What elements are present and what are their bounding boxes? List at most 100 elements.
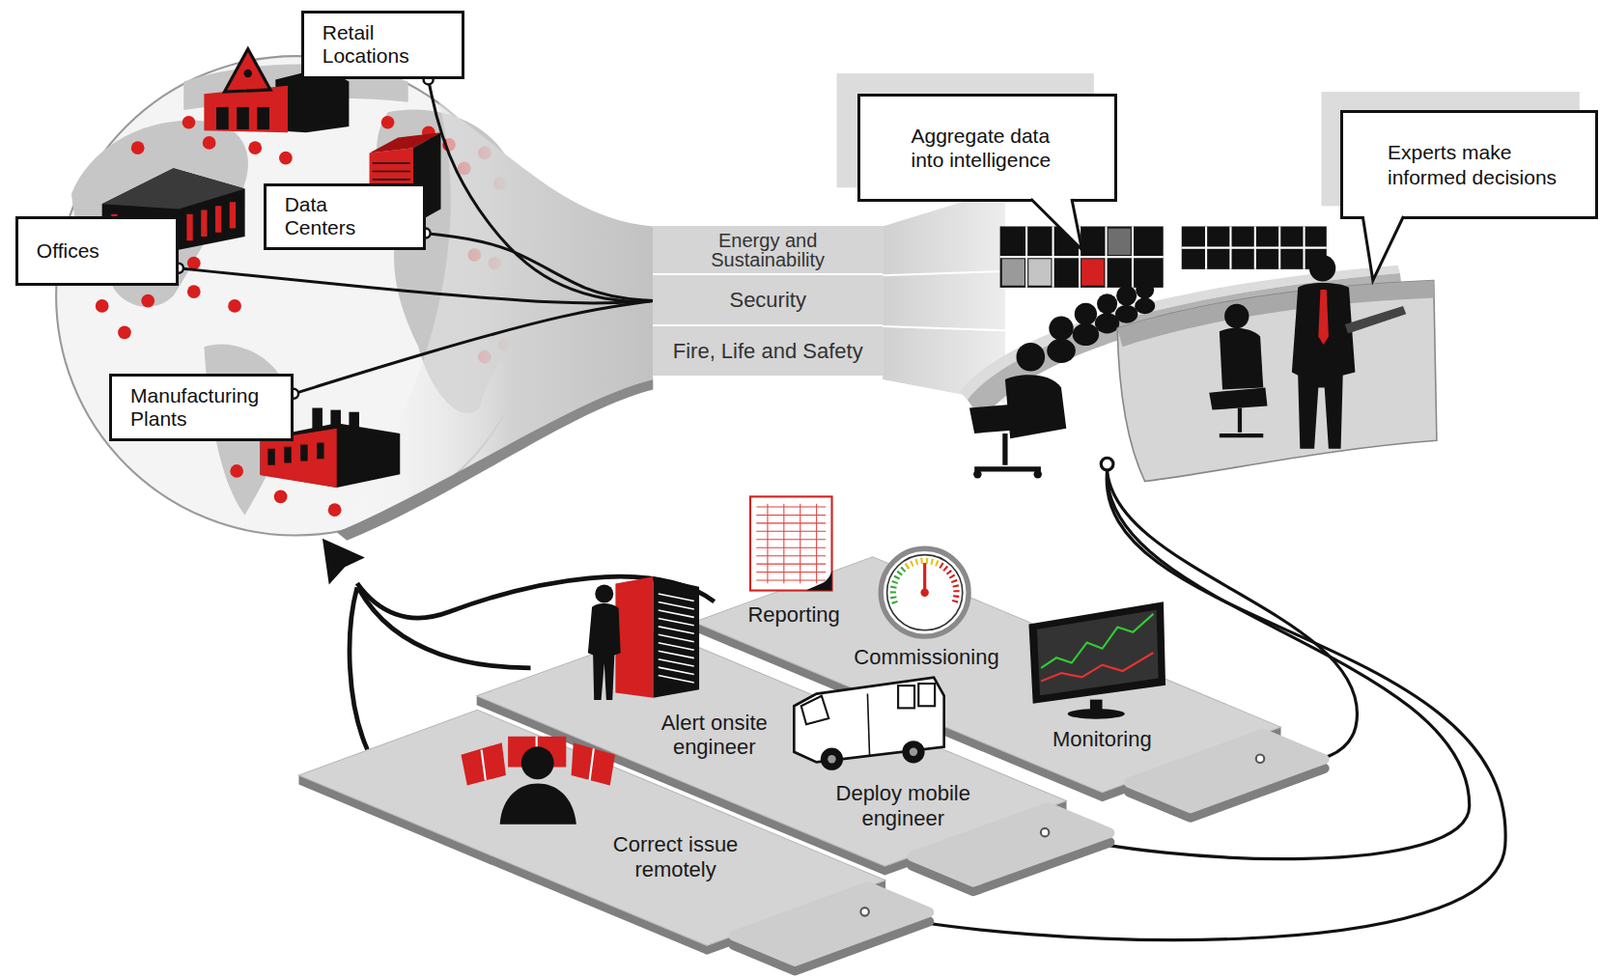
expert-head	[1309, 254, 1336, 281]
screen-bank	[1000, 225, 1164, 287]
band-label: Fire, Life and Safety	[673, 338, 864, 364]
bubble-text: Aggregate data into intelligence	[911, 123, 1071, 172]
return-line	[359, 589, 532, 669]
callout-label: Manufacturing Plants	[130, 384, 276, 431]
operator-head	[1048, 315, 1073, 340]
return-line	[349, 587, 367, 750]
site-dot	[279, 151, 293, 166]
van-door	[867, 693, 870, 755]
site-dot	[131, 140, 145, 155]
screen-grid	[1000, 225, 1164, 287]
wire-hub	[1100, 457, 1114, 471]
operator-body	[1046, 338, 1076, 364]
screen-tile	[1081, 258, 1104, 285]
shop-door	[256, 107, 270, 130]
speech-bubble: Experts make informed decisions	[1340, 110, 1599, 220]
site-dot	[202, 136, 217, 150]
report-grid	[756, 504, 826, 584]
site-dot	[95, 299, 110, 313]
chair-wheel	[973, 470, 982, 478]
screen-dividers	[481, 736, 594, 781]
wire-socket	[861, 907, 870, 916]
location-callout: Data Centers	[263, 183, 426, 251]
gauge-rim	[880, 548, 969, 637]
category-band: Security	[652, 275, 883, 327]
operator-head	[1074, 303, 1097, 326]
van-windshield	[801, 695, 830, 725]
wire-socket	[1040, 828, 1049, 837]
category-band: Fire, Life and Safety	[652, 326, 883, 378]
expert-tablet	[1345, 306, 1406, 335]
van-wheel	[820, 747, 843, 770]
monitor-frame	[1028, 601, 1166, 704]
building-front	[203, 85, 288, 134]
feed-line	[178, 268, 653, 304]
platform-tab	[733, 886, 929, 961]
operator-head	[1016, 342, 1046, 372]
remote-engineer-head	[521, 746, 555, 780]
tail-outline	[1362, 216, 1404, 281]
chair-wheel	[1033, 470, 1041, 478]
monitor-base	[1066, 708, 1124, 720]
server-rack-side	[652, 576, 700, 699]
gauge-needle	[923, 562, 927, 593]
gauge-scale-green	[893, 566, 907, 604]
platform-label: Deploy mobile engineer	[825, 781, 981, 831]
server-rack-slots	[658, 593, 695, 683]
site-dot	[227, 299, 242, 313]
site-dot	[229, 464, 244, 478]
monitor-screen	[1037, 610, 1159, 697]
tail-fill	[1030, 198, 1082, 251]
building-gable	[224, 49, 271, 92]
platform-label: Alert onsite engineer	[648, 709, 780, 759]
operator-head	[1135, 280, 1154, 299]
callout-label: Offices	[36, 239, 100, 263]
platform-label: Correct issue remotely	[603, 832, 749, 882]
site-dot	[117, 325, 132, 339]
site-dot	[140, 294, 155, 309]
site-dot	[328, 503, 342, 517]
video-wall	[1000, 225, 1327, 287]
chair-base	[1219, 408, 1264, 437]
chart-line-green	[1040, 614, 1153, 669]
callout-label: Retail Locations	[322, 21, 429, 68]
platform-label: Reporting	[726, 602, 862, 627]
site-dot	[187, 284, 201, 299]
fan-lines	[882, 271, 1006, 331]
platform-tab	[1128, 733, 1324, 809]
expert-tie	[1318, 289, 1329, 345]
shop-door	[236, 107, 250, 130]
desk-top	[1117, 280, 1434, 347]
feed-line	[293, 301, 653, 394]
van-hub	[827, 755, 836, 763]
server-rack-front	[615, 576, 653, 699]
gable-window	[244, 69, 253, 78]
feed-line	[428, 79, 654, 302]
operator-body	[1072, 323, 1099, 346]
operator-head	[1224, 304, 1249, 329]
location-callout: Retail Locations	[301, 10, 465, 81]
site-dot	[381, 115, 395, 130]
van-window	[918, 683, 935, 706]
gauge-hub	[920, 588, 928, 596]
gauge-scale-red	[940, 564, 956, 604]
category-band: Energy and Sustainability	[652, 225, 883, 276]
bubble-text: Experts make informed decisions	[1387, 140, 1572, 189]
standing-expert	[1291, 254, 1406, 450]
remote-engineer-body	[500, 783, 577, 824]
location-callout: Offices	[15, 216, 179, 286]
operator-head	[1096, 293, 1118, 314]
tail-outline	[1030, 198, 1082, 251]
site-dot	[187, 256, 201, 271]
supervisor-desk	[1117, 280, 1437, 481]
screen-bank	[1181, 225, 1327, 269]
gauge-face	[886, 555, 962, 631]
operator-head	[1116, 285, 1137, 307]
service-platform: Correct issue remotely	[290, 703, 939, 975]
van-hub	[909, 747, 918, 756]
platform-label: Commissioning	[835, 645, 1019, 671]
chair-base	[974, 433, 1041, 470]
location-callout: Manufacturing Plants	[109, 373, 294, 443]
wire-socket	[1256, 755, 1264, 763]
site-dot	[182, 115, 197, 130]
